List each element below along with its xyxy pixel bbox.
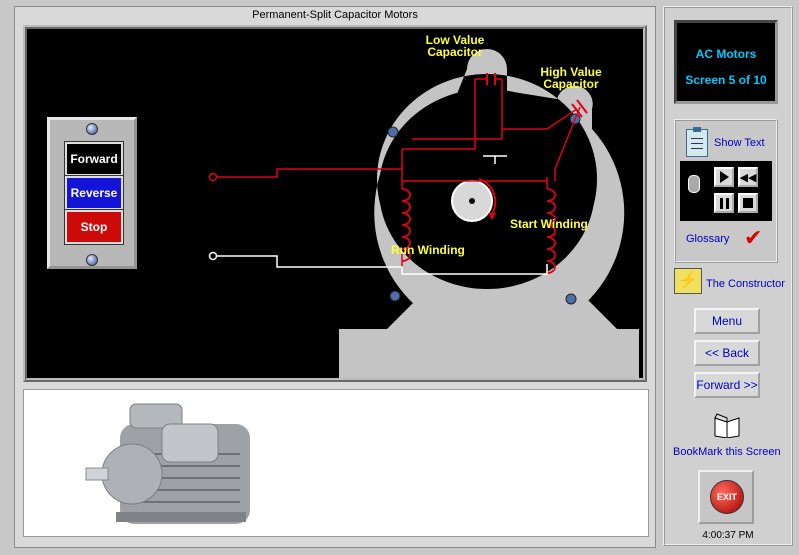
- screw-icon: [86, 123, 98, 135]
- microphone-icon: [688, 175, 700, 193]
- constructor-link[interactable]: The Constructor: [706, 278, 785, 290]
- high-capacitor-plate: [571, 103, 583, 118]
- red-wiring: [217, 78, 581, 274]
- screw-icon: [387, 126, 399, 138]
- terminal-white: [208, 251, 218, 261]
- stop-button[interactable]: Stop: [64, 209, 124, 245]
- show-text-link[interactable]: Show Text: [714, 137, 765, 149]
- main-frame: Permanent-Split Capacitor Motors: [14, 6, 656, 548]
- media-panel: Show Text ◀◀ Glossary ✔: [674, 119, 778, 263]
- exit-button[interactable]: EXIT: [698, 470, 754, 524]
- motor-control-box: Forward Reverse Stop: [47, 117, 137, 269]
- play-icon[interactable]: [714, 167, 734, 187]
- bookmark-link[interactable]: BookMark this Screen: [673, 446, 781, 458]
- low-capacitor-label-1: Low Value: [426, 33, 485, 47]
- terminal-red: [208, 172, 218, 182]
- high-capacitor-label-2: Capacitor: [543, 77, 599, 91]
- back-button[interactable]: << Back: [694, 340, 760, 366]
- pause-icon[interactable]: [714, 193, 734, 213]
- screw-icon: [565, 293, 577, 305]
- high-capacitor-plate: [576, 99, 588, 114]
- book-icon[interactable]: [713, 412, 741, 439]
- screen-info-box: AC Motors Screen 5 of 10: [674, 20, 778, 104]
- screw-icon: [86, 254, 98, 266]
- exit-icon: EXIT: [710, 480, 744, 514]
- rotation-arrow-head: [488, 213, 496, 220]
- constructor-icon[interactable]: ⚡: [674, 268, 702, 294]
- window-title: Permanent-Split Capacitor Motors: [252, 9, 418, 21]
- motor-photo: [85, 403, 250, 524]
- menu-button[interactable]: Menu: [694, 308, 760, 334]
- check-icon: ✔: [744, 225, 763, 250]
- course-title: AC Motors: [695, 47, 757, 61]
- low-capacitor-label-2: Capacitor: [427, 45, 483, 59]
- high-capacitor-label-1: High Value: [540, 65, 602, 79]
- start-winding-coil: [546, 188, 556, 274]
- screw-icon: [389, 290, 401, 302]
- screen-counter: Screen 5 of 10: [685, 73, 767, 87]
- motor-diagram: Low Value Capacitor High Value Capacitor…: [23, 25, 647, 382]
- stop-icon[interactable]: [738, 193, 758, 213]
- motor-schematic: Low Value Capacitor High Value Capacitor…: [208, 33, 639, 378]
- media-controls: ◀◀: [680, 161, 772, 221]
- rewind-icon[interactable]: ◀◀: [738, 167, 758, 187]
- motor-housing: [374, 49, 625, 338]
- run-winding-coil: [401, 188, 411, 262]
- right-sidebar: AC Motors Screen 5 of 10 Show Text ◀◀ Gl…: [663, 6, 793, 546]
- glossary-link[interactable]: Glossary: [686, 233, 730, 245]
- forward-button[interactable]: Forward: [64, 141, 124, 177]
- clipboard-icon[interactable]: [686, 127, 708, 157]
- clock: 4:00:37 PM: [702, 530, 754, 541]
- run-winding-label: Run Winding: [391, 243, 465, 257]
- white-wiring: [217, 255, 548, 275]
- forward-nav-button[interactable]: Forward >>: [694, 372, 760, 398]
- start-winding-label: Start Winding: [510, 217, 588, 231]
- rotor-shaft: [469, 198, 475, 204]
- motor-image-pane: [23, 389, 649, 537]
- reverse-button[interactable]: Reverse: [64, 175, 124, 211]
